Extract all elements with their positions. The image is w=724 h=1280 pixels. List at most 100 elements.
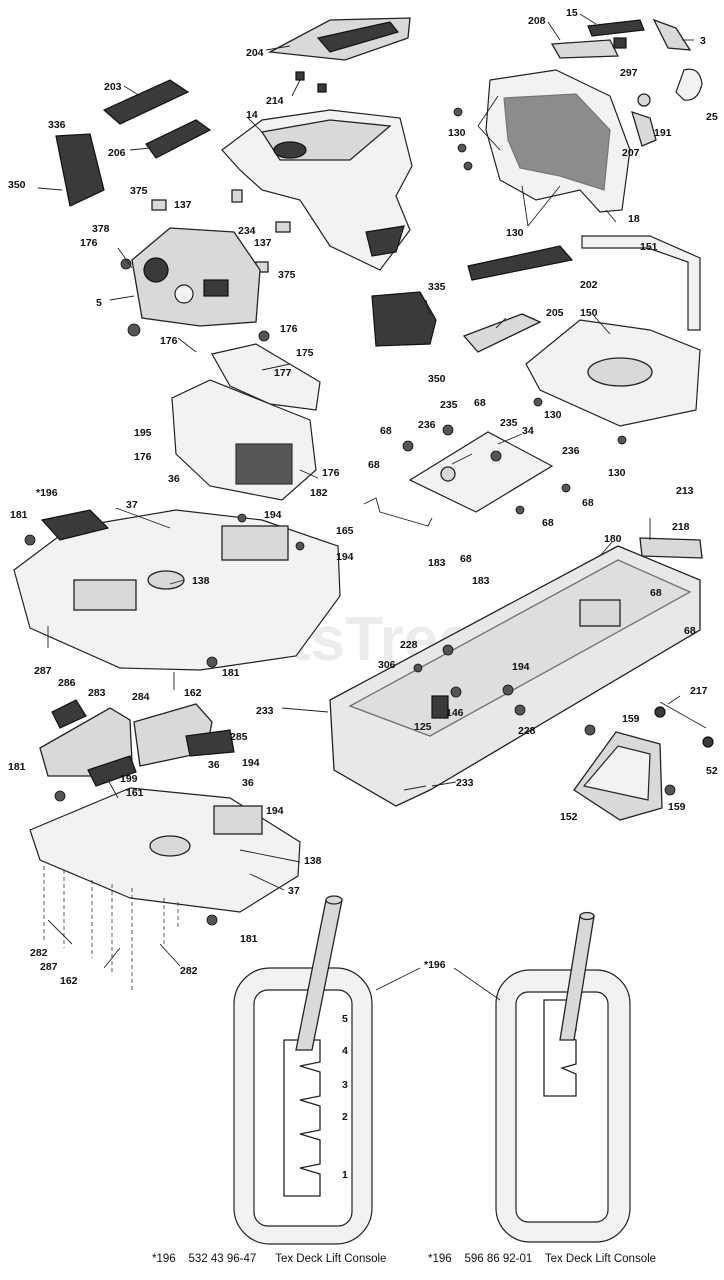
part-146 — [450, 686, 462, 698]
label-228-b: 228 — [518, 725, 536, 737]
label-165: 165 — [336, 525, 354, 537]
label-236-b: 236 — [562, 445, 580, 457]
label-282-b: 282 — [180, 965, 198, 977]
label-137-b: 137 — [254, 237, 272, 249]
label-68-e: 68 — [542, 517, 554, 529]
label-152: 152 — [560, 811, 578, 823]
part-207-headlight — [631, 110, 657, 147]
label-297: 297 — [620, 67, 638, 79]
frame-group — [281, 518, 714, 821]
label-214: 214 — [266, 95, 284, 107]
part-203-trim — [102, 79, 190, 125]
part-14-hood-opening — [273, 141, 307, 159]
part-138-boot-b — [149, 835, 191, 857]
label-176-d: 176 — [134, 451, 152, 463]
part-number-labels: 15 208 3 297 25 204 214 203 14 336 206 3… — [8, 7, 718, 987]
part-52-b — [702, 736, 714, 748]
lower-footrest-group — [29, 699, 301, 990]
label-181-c: 181 — [8, 761, 26, 773]
part-68-a — [402, 440, 414, 452]
label-213: 213 — [676, 485, 694, 497]
part-234-b — [275, 221, 291, 233]
part-52-a — [654, 706, 666, 718]
label-285: 285 — [230, 731, 248, 743]
console-right-inner — [515, 991, 609, 1223]
part-199-insert — [87, 755, 137, 787]
part-68-e — [515, 505, 525, 515]
label-228-a: 228 — [400, 639, 418, 651]
leader-lines — [47, 13, 694, 1001]
label-68-g: 68 — [650, 587, 662, 599]
gate-num-4: 4 — [342, 1045, 348, 1057]
label-68-d: 68 — [582, 497, 594, 509]
label-202: 202 — [580, 279, 598, 291]
footer-ref-1: *196 — [152, 1253, 176, 1265]
label-375-a: 375 — [130, 185, 148, 197]
label-235-b: 235 — [500, 417, 518, 429]
part-37-pad-a — [73, 579, 137, 611]
label-176-b: 176 — [160, 335, 178, 347]
label-199: 199 — [120, 773, 138, 785]
part-208-bracket — [550, 39, 620, 59]
label-182: 182 — [310, 487, 328, 499]
label-234: 234 — [238, 225, 256, 237]
label-196-a: *196 — [36, 487, 58, 499]
screw-130-b — [457, 143, 467, 153]
label-233-b: 233 — [456, 777, 474, 789]
label-287-b: 287 — [40, 961, 58, 973]
label-335: 335 — [428, 281, 446, 293]
label-191: 191 — [654, 127, 672, 139]
label-34: 34 — [522, 425, 534, 437]
part-34-plate — [408, 431, 554, 513]
screw-130-c — [463, 161, 473, 171]
part-191 — [637, 93, 651, 107]
label-204: 204 — [246, 47, 264, 59]
part-235-b — [442, 424, 454, 436]
part-234-a — [231, 189, 243, 203]
console-left-gate — [283, 1039, 321, 1197]
label-350-b: 350 — [428, 373, 446, 385]
part-194-a — [237, 513, 247, 523]
label-130-d: 130 — [608, 467, 626, 479]
label-194-a: 194 — [264, 509, 282, 521]
label-15: 15 — [566, 7, 578, 19]
label-183-b: 183 — [472, 575, 490, 587]
footer-ref-2: *196 — [428, 1253, 452, 1265]
label-159-a: 159 — [622, 713, 640, 725]
label-205: 205 — [546, 307, 564, 319]
label-286: 286 — [58, 677, 76, 689]
console-left-lever-top — [325, 895, 343, 905]
part-125 — [431, 695, 449, 719]
label-14: 14 — [246, 109, 258, 121]
label-195: 195 — [134, 427, 152, 439]
part-285-trim — [185, 729, 235, 757]
part-214-clip-b — [317, 83, 327, 93]
console-left: 5 4 3 2 1 — [233, 895, 373, 1245]
part-180-bracket — [579, 599, 621, 627]
label-287-a: 287 — [34, 665, 52, 677]
label-137-a: 137 — [174, 199, 192, 211]
screw-350 — [37, 187, 63, 191]
label-350-a: 350 — [8, 179, 26, 191]
label-177: 177 — [274, 367, 292, 379]
part-15-strip — [587, 19, 645, 37]
label-196-b: *196 — [424, 959, 446, 971]
screw-130-d — [533, 397, 543, 407]
label-159-b: 159 — [668, 801, 686, 813]
part-202-vent — [467, 245, 574, 281]
label-283: 283 — [88, 687, 106, 699]
part-196-console-a — [40, 509, 110, 541]
part-159-a — [584, 724, 596, 736]
part-37-pad-c — [213, 805, 263, 835]
label-37-b: 37 — [288, 885, 300, 897]
label-336: 336 — [48, 119, 66, 131]
part-34-hole-a — [440, 466, 456, 482]
label-162-b: 162 — [60, 975, 78, 987]
screw-176-a — [127, 323, 141, 337]
label-181-a: 181 — [10, 509, 28, 521]
label-151: 151 — [640, 241, 658, 253]
part-182-panel — [235, 443, 293, 485]
label-36-a: 36 — [168, 473, 180, 485]
label-68-c: 68 — [368, 459, 380, 471]
label-52: 52 — [706, 765, 718, 777]
